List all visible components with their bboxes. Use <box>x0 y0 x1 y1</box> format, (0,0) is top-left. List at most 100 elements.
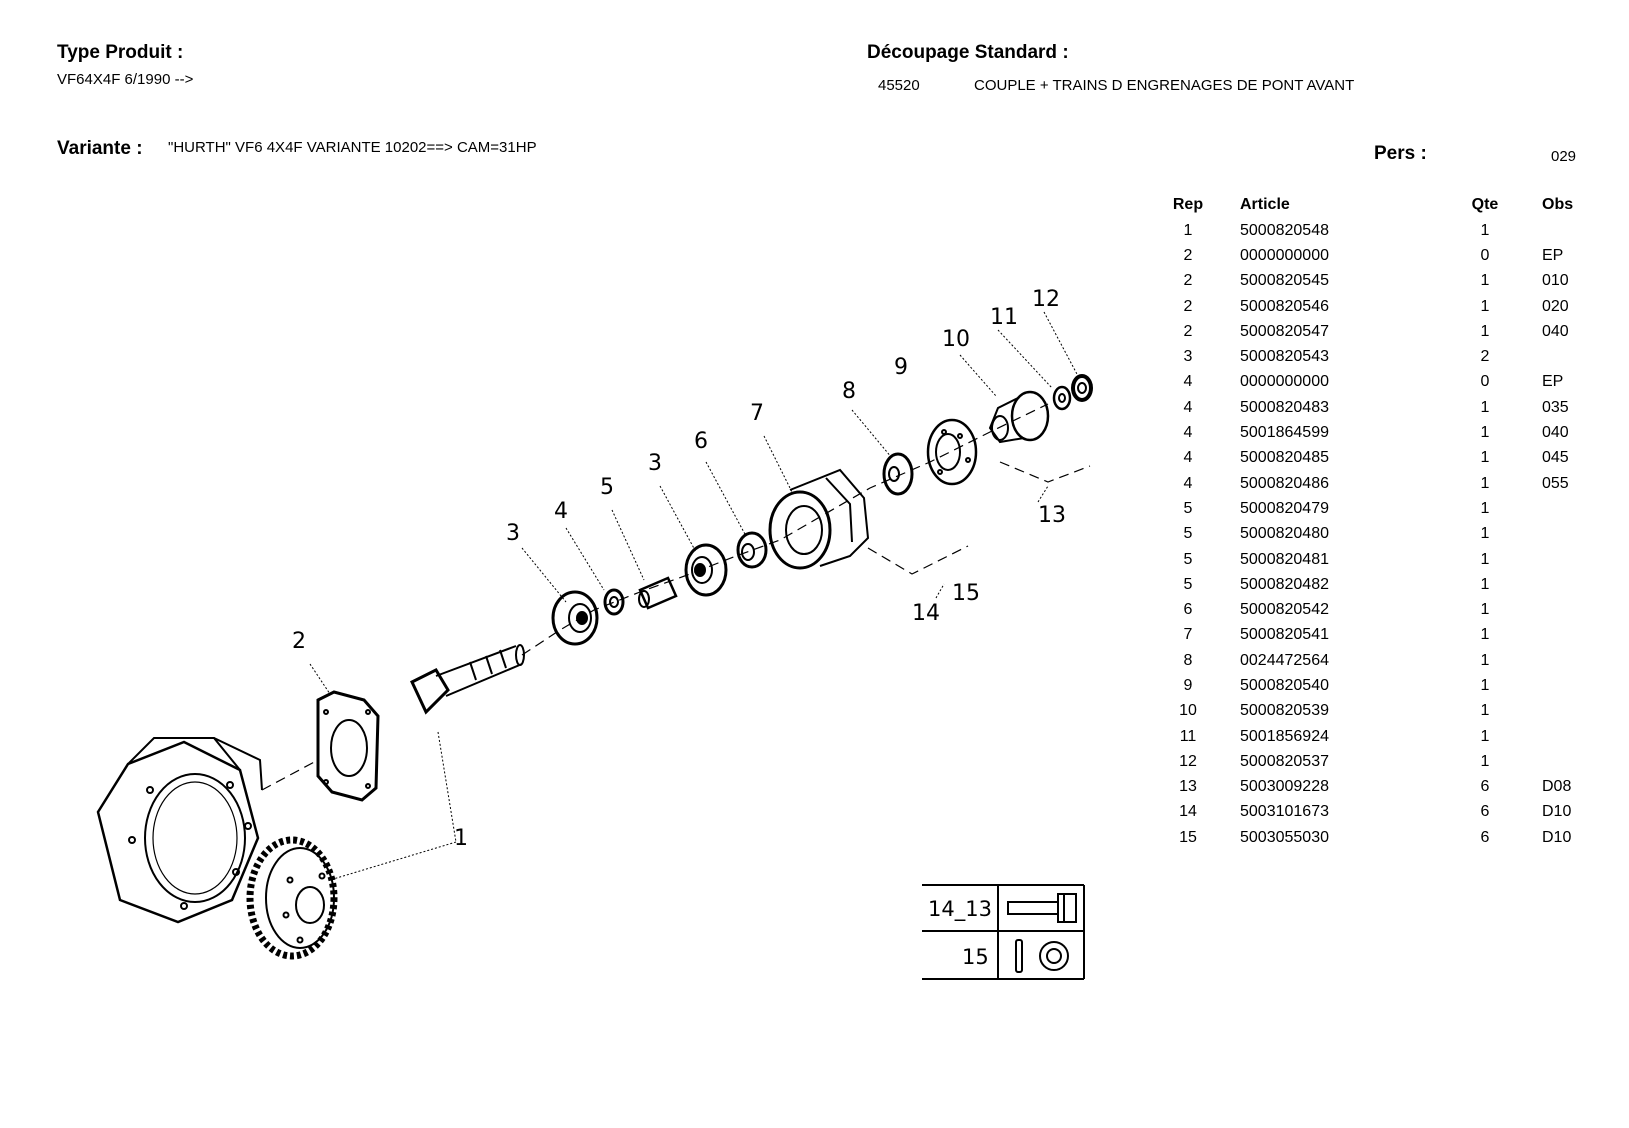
spacer-sleeve-part <box>638 576 678 610</box>
cell-obs <box>1520 724 1612 749</box>
callout-9: 9 <box>894 355 908 380</box>
cell-qte: 1 <box>1480 727 1490 745</box>
cell-qte: 1 <box>1480 626 1490 644</box>
bearing-part-lower <box>551 590 599 646</box>
table-row: 12 5000820537 1 <box>1150 749 1612 774</box>
cell-article: 5001864599 <box>1240 424 1329 442</box>
callout-12: 12 <box>1032 287 1060 312</box>
cell-qte: 1 <box>1480 449 1490 467</box>
cell-obs <box>1520 547 1612 572</box>
callout-6: 6 <box>694 429 708 454</box>
column-header-rep: Rep <box>1172 196 1204 213</box>
cell-qte: 0 <box>1480 246 1490 264</box>
cell-qte: 1 <box>1480 651 1490 669</box>
cell-qte: 1 <box>1480 550 1490 568</box>
cell-rep: 7 <box>1183 626 1193 644</box>
cell-rep: 5 <box>1183 550 1193 568</box>
cell-article: 5000820537 <box>1240 752 1329 770</box>
decoupage-label: Découpage Standard : <box>867 42 1069 63</box>
cell-article: 5003009228 <box>1240 778 1329 796</box>
exploded-view-diagram: 1 2 3 3 4 5 6 7 8 9 10 11 12 13 14 15 <box>96 287 1093 980</box>
callout-7: 7 <box>750 401 764 426</box>
legend-label-15: 15 <box>962 945 989 969</box>
callout-5: 5 <box>600 475 614 500</box>
cell-obs: 020 <box>1542 297 1569 315</box>
cell-rep: 5 <box>1183 499 1193 517</box>
callout-11: 11 <box>990 305 1018 330</box>
cell-article: 0000000000 <box>1240 373 1329 391</box>
cell-obs: EP <box>1542 246 1564 264</box>
cell-article: 5000820480 <box>1240 525 1329 543</box>
cell-rep: 12 <box>1179 752 1197 770</box>
cell-article: 5000820548 <box>1240 221 1329 239</box>
cell-article: 5000820483 <box>1240 398 1329 416</box>
cell-rep: 1 <box>1183 221 1193 239</box>
cell-qte: 1 <box>1480 499 1490 517</box>
cell-qte: 1 <box>1480 474 1490 492</box>
variante-label: Variante : <box>57 138 143 159</box>
pers-label: Pers : <box>1374 143 1427 164</box>
cell-qte: 1 <box>1480 676 1490 694</box>
cell-rep: 2 <box>1183 297 1193 315</box>
cell-rep: 4 <box>1183 449 1193 467</box>
cell-article: 5000820542 <box>1240 601 1329 619</box>
callout-13: 13 <box>1038 503 1066 528</box>
cell-article: 5000820481 <box>1240 550 1329 568</box>
cell-qte: 6 <box>1480 803 1490 821</box>
cell-qte: 1 <box>1480 322 1490 340</box>
legend-label-14-13: 14_13 <box>928 897 992 922</box>
cell-article: 5000820547 <box>1240 322 1329 340</box>
cell-rep: 3 <box>1183 348 1193 366</box>
callout-14: 14 <box>912 601 940 626</box>
shim-plate-part <box>316 690 380 802</box>
cell-article: 5000820543 <box>1240 348 1329 366</box>
cell-rep: 2 <box>1183 246 1193 264</box>
cell-rep: 13 <box>1179 778 1197 796</box>
cell-obs <box>1520 218 1612 243</box>
cell-qte: 1 <box>1480 525 1490 543</box>
cell-qte: 2 <box>1480 348 1490 366</box>
cell-rep: 4 <box>1183 398 1193 416</box>
cell-obs: 055 <box>1542 474 1569 492</box>
column-header-obs: Obs <box>1542 196 1574 213</box>
cell-obs <box>1520 496 1612 521</box>
cell-qte: 1 <box>1480 601 1490 619</box>
type-produit-value: VF64X4F 6/1990 --> <box>57 71 194 88</box>
column-header-article: Article <box>1240 196 1290 213</box>
decoupage-title: COUPLE + TRAINS D ENGRENAGES DE PONT AVA… <box>974 77 1355 94</box>
cell-article: 0000000000 <box>1240 246 1329 264</box>
cell-obs <box>1520 522 1612 547</box>
cell-article: 5000820482 <box>1240 575 1329 593</box>
cell-rep: 6 <box>1183 601 1193 619</box>
cell-obs: 035 <box>1542 398 1569 416</box>
cell-qte: 1 <box>1480 752 1490 770</box>
cell-qte: 6 <box>1480 778 1490 796</box>
cell-qte: 1 <box>1480 702 1490 720</box>
carrier-housing-part <box>768 468 870 570</box>
hardware-legend: 14_13 15 <box>922 884 1085 980</box>
table-header-row: Rep Article Qte Obs <box>1150 192 1612 218</box>
cell-qte: 1 <box>1480 297 1490 315</box>
cell-article: 5000820540 <box>1240 676 1329 694</box>
bolt-icon <box>1007 893 1077 923</box>
pinion-shaft-part <box>410 644 525 715</box>
cell-qte: 1 <box>1480 424 1490 442</box>
callout-1: 1 <box>454 826 468 851</box>
